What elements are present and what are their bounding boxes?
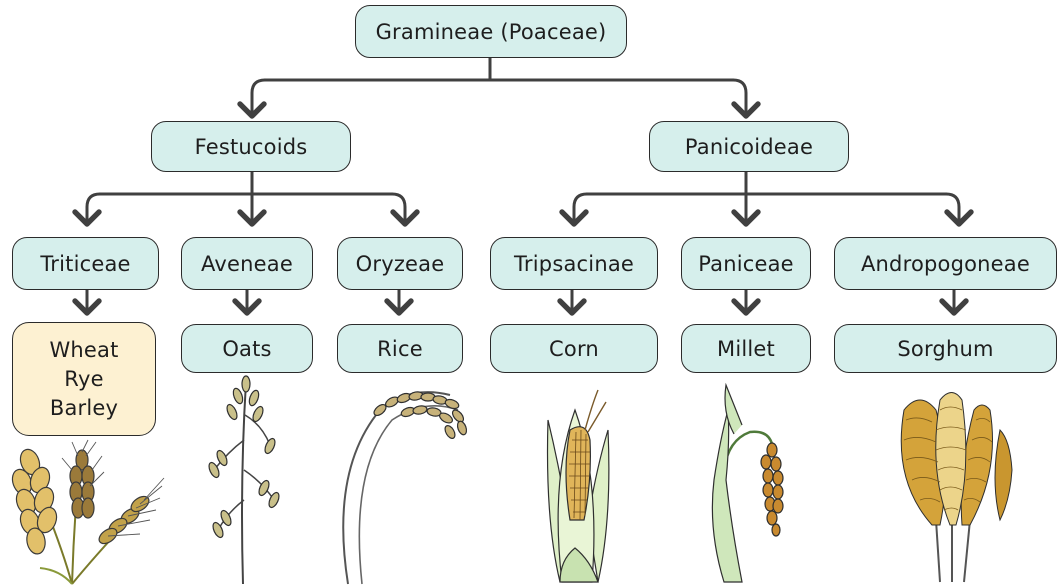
wheat-rye-barley-illustration — [9, 440, 164, 584]
corn-illustration — [548, 390, 609, 582]
millet-illustration — [712, 385, 783, 582]
rice-illustration — [343, 391, 468, 584]
oats-illustration — [207, 376, 281, 584]
sorghum-illustration — [901, 393, 1012, 583]
